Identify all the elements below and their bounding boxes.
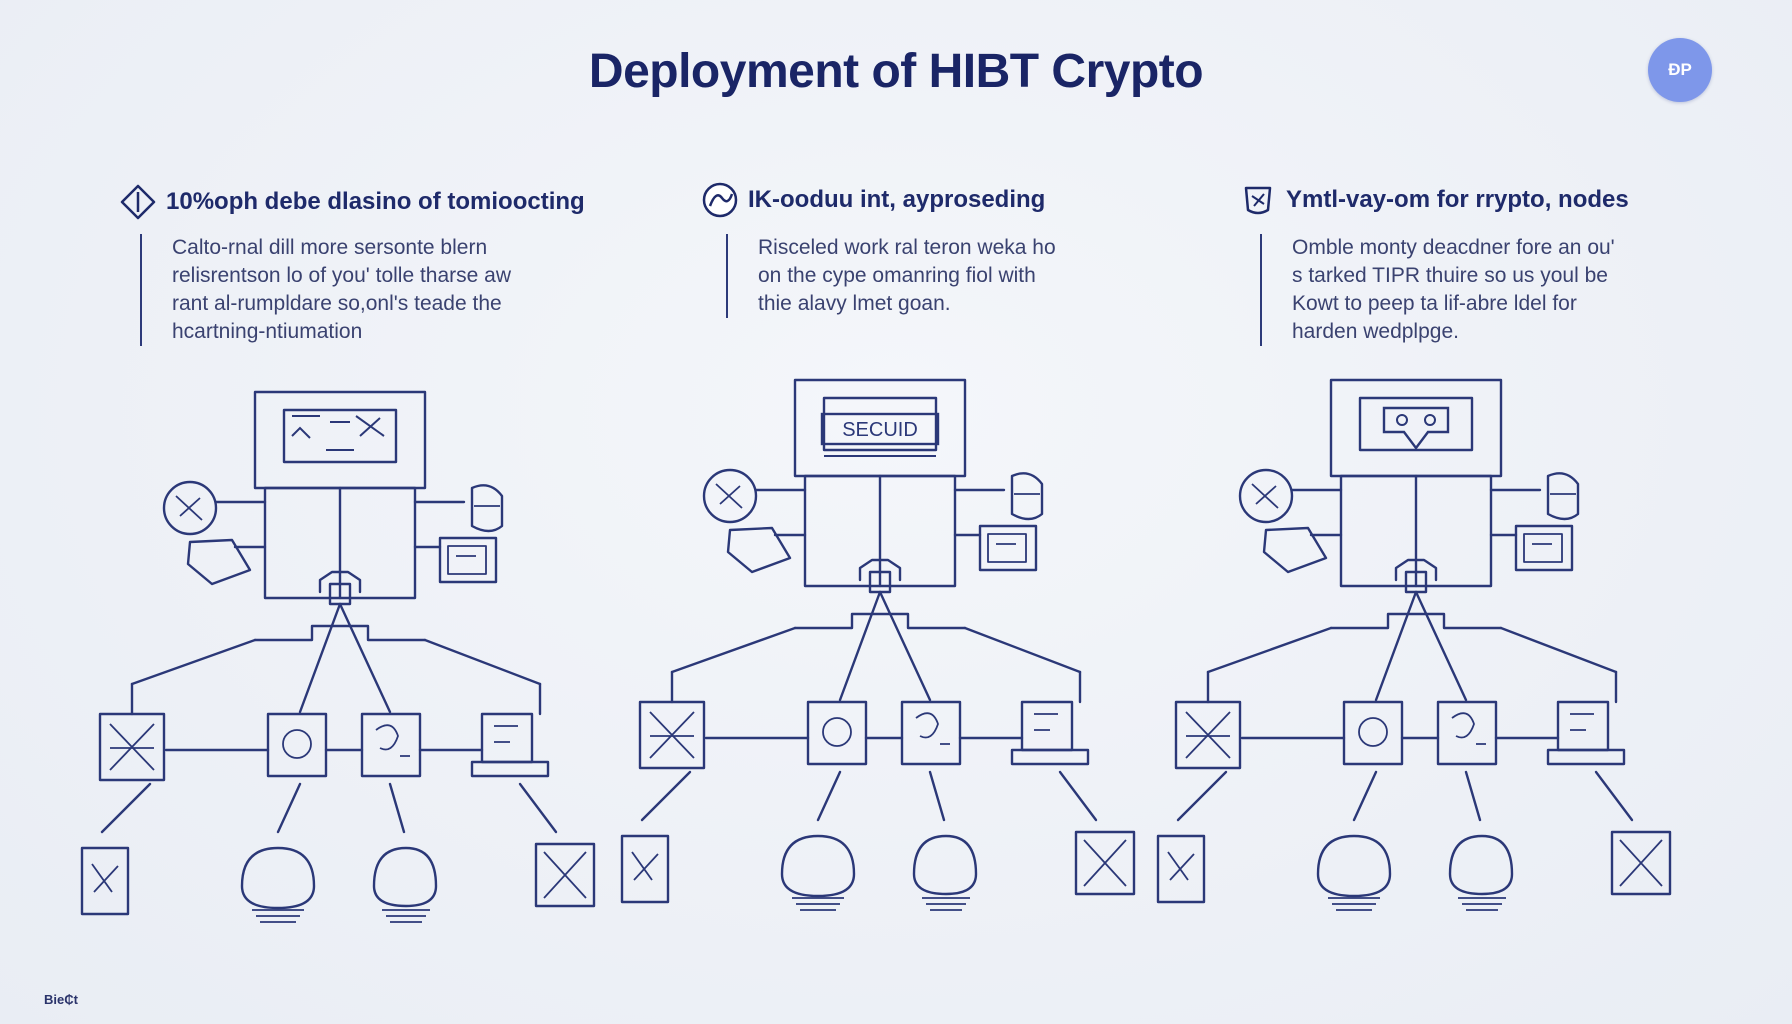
column-2-line-2: on the cype omanring fiol with	[758, 264, 1036, 287]
column-3-heading-text: Ymtl-vay-om for rrypto, nodes	[1286, 186, 1629, 213]
column-1-line-1: Calto-rnal dill more sersonte blern	[172, 236, 488, 259]
column-1-heading: 10%oph debe dlasino of tomioocting	[118, 182, 585, 222]
brand-badge[interactable]: ĐP	[1648, 38, 1712, 102]
column-1-heading-text: 10%oph debe dlasino of tomioocting	[166, 188, 585, 215]
cup-node-icon	[1244, 186, 1272, 215]
column-2-line-1: Risceled work ral teron weka ho	[758, 236, 1056, 259]
column-1-line-4: hcartning-ntiumation	[172, 320, 363, 343]
diagram-2-top-label: SECUID	[842, 419, 918, 441]
diagram-2: SECUID	[620, 378, 1136, 912]
column-2-line-3: thie alavy lmet goan.	[758, 292, 951, 315]
circle-wave-icon	[702, 182, 738, 218]
diagram-3	[1156, 378, 1672, 912]
column-1-line-3: rant al-rumpldare so,onl's teade the	[172, 292, 502, 315]
column-3-line-1: Omble monty deacdner fore an ou'	[1292, 236, 1615, 259]
shield-outline-icon	[120, 184, 156, 220]
column-3-body: Omble monty deacdner fore an ou' s tarke…	[1260, 234, 1615, 346]
column-2-heading: IK-ooduu int, ayproseding	[700, 180, 1045, 220]
column-3-line-3: Kowt to peep ta lif-abre ldel for	[1292, 292, 1577, 315]
diagram-1	[80, 390, 596, 924]
column-2-body: Risceled work ral teron weka ho on the c…	[726, 234, 1056, 318]
column-2-heading-text: IK-ooduu int, ayproseding	[748, 186, 1046, 213]
page-title: Deployment of HIBT Crypto	[588, 45, 1204, 98]
column-3-heading: Ymtl-vay-om for rrypto, nodes	[1238, 180, 1629, 220]
column-1-body: Calto-rnal dill more sersonte blern reli…	[140, 234, 511, 346]
footer-logo: Bie₵t	[44, 992, 78, 1007]
column-1-line-2: relisrentson lo of you' tolle tharse aw	[172, 264, 512, 287]
column-3-line-2: s tarked TIPR thuire so us youl be	[1292, 264, 1608, 287]
column-3-line-4: harden wedplpge.	[1292, 320, 1459, 343]
